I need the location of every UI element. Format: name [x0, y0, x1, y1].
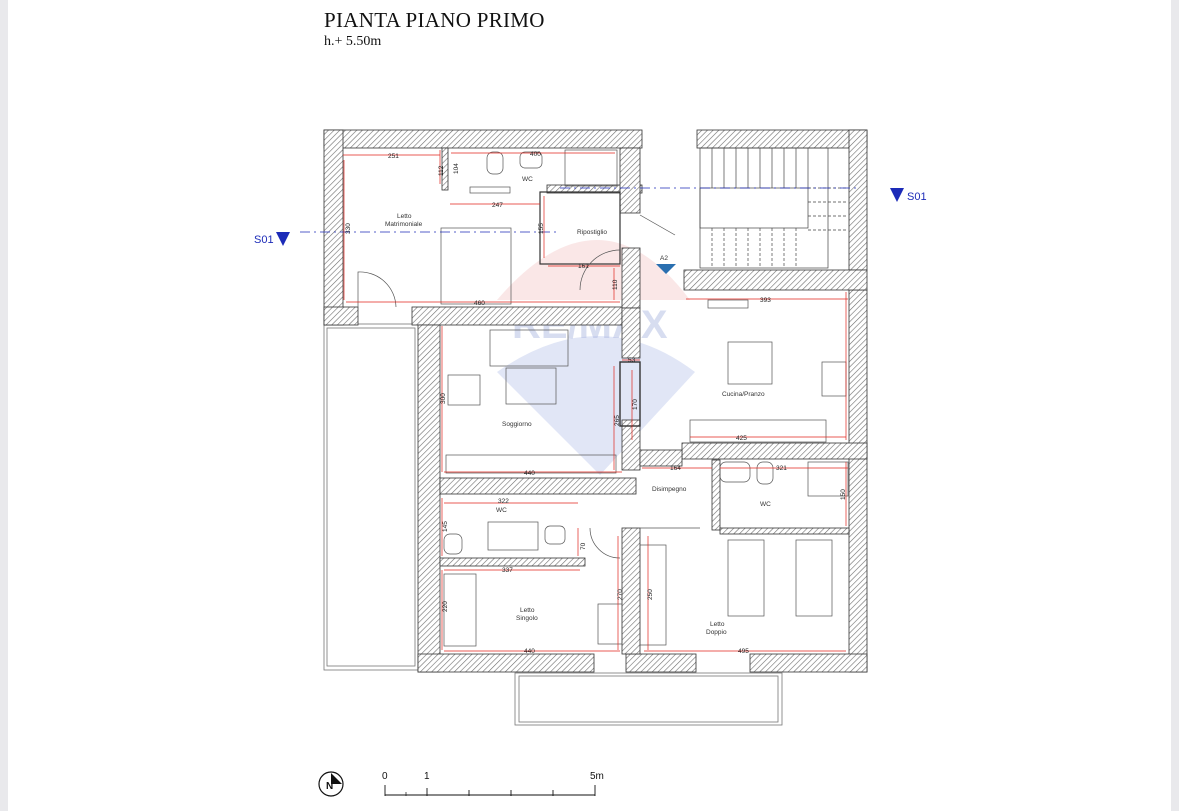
- dim-70: 70: [580, 542, 587, 550]
- dim-440-living: 440: [524, 470, 535, 477]
- room-letto-doppio-2: Doppio: [706, 629, 727, 636]
- shelf: [469, 186, 511, 194]
- dim-400: 400: [530, 151, 541, 158]
- elevation-marker-icon: [656, 264, 676, 274]
- room-wc-right: WC: [760, 501, 771, 508]
- room-letto-doppio-1: Letto: [710, 621, 725, 628]
- dim-150: 150: [840, 489, 847, 500]
- walls: [323, 129, 868, 673]
- dim-393: 393: [760, 297, 771, 304]
- coffee-table: [505, 367, 557, 405]
- dim-265: 265: [614, 415, 621, 426]
- dimension-lines: [343, 150, 848, 652]
- scale-tick-5m: 5m: [590, 771, 604, 782]
- dim-145: 145: [442, 521, 449, 532]
- ripostiglio-room: [539, 191, 621, 265]
- shower-right: [807, 461, 849, 497]
- scale-tick-1: 1: [424, 771, 430, 782]
- dim-330: 330: [345, 223, 352, 234]
- dim-104: 104: [453, 163, 460, 174]
- section-marker-right-icon: [890, 188, 904, 202]
- elevation-label: A2: [660, 255, 668, 262]
- wc-toilet-top: [486, 151, 504, 175]
- dim-251: 251: [388, 153, 399, 160]
- dim-270: 270: [617, 589, 624, 600]
- room-disimpegno: Disimpegno: [652, 486, 687, 493]
- room-cucina-pranzo: Cucina/Pranzo: [722, 391, 765, 398]
- balcony-left: [323, 323, 420, 671]
- bed-right: [795, 539, 833, 617]
- section-line: S01 S01: [254, 187, 927, 246]
- dim-170: 170: [632, 399, 639, 410]
- dim-250: 250: [647, 589, 654, 600]
- fireplace: [821, 361, 847, 397]
- staircase: [699, 147, 848, 269]
- wc-toilet-right: [756, 461, 774, 485]
- double-bed: [440, 227, 512, 305]
- room-letto-singolo-1: Letto: [520, 607, 535, 614]
- plan-subtitle: h.+ 5.50m: [324, 34, 382, 49]
- elevation-marker: A2: [656, 255, 676, 274]
- kitchen-partition: [619, 361, 641, 427]
- wc-sink-top: [519, 151, 543, 169]
- room-ripostiglio: Ripostiglio: [577, 229, 607, 236]
- dim-460: 460: [474, 300, 485, 307]
- dim-164: 164: [670, 465, 681, 472]
- kitchen-shelf: [707, 299, 749, 309]
- dim-53: 53: [628, 357, 636, 364]
- dim-337: 337: [502, 567, 513, 574]
- tv-cabinet: [445, 454, 617, 474]
- room-letto-matrimoniale-1: Letto: [397, 213, 412, 220]
- dim-440-bedroom: 440: [524, 648, 535, 655]
- dimension-labels: 251 400 104 112 247 330 155 161 110 460 …: [345, 151, 847, 655]
- dim-220: 220: [442, 601, 449, 612]
- room-wc-left: WC: [496, 507, 507, 514]
- north-arrow: N: [318, 771, 344, 797]
- desk: [597, 603, 623, 645]
- dim-112: 112: [438, 165, 445, 176]
- section-marker-left-icon: [276, 232, 290, 246]
- door-bedroom: [357, 271, 397, 308]
- doors: [357, 214, 700, 559]
- furniture: [440, 149, 849, 647]
- wc-sink-left: [544, 525, 566, 545]
- armchair: [447, 374, 481, 406]
- balcony-bottom: [514, 672, 783, 726]
- single-bed: [443, 573, 477, 647]
- shower-top: [564, 149, 618, 187]
- room-letto-singolo-2: Singolo: [516, 615, 538, 622]
- plan-title: PIANTA PIANO PRIMO: [324, 8, 545, 32]
- dim-300: 300: [440, 393, 447, 404]
- door-ripostiglio: [579, 249, 621, 291]
- room-soggiorno: Soggiorno: [502, 421, 532, 428]
- north-label: N: [326, 781, 333, 792]
- section-label-left: S01: [254, 234, 274, 246]
- dim-155: 155: [538, 223, 545, 234]
- room-labels: Letto Matrimoniale WC Ripostiglio Soggio…: [385, 176, 771, 636]
- room-letto-matrimoniale-2: Matrimoniale: [385, 221, 423, 228]
- dim-425: 425: [736, 435, 747, 442]
- dining-table: [727, 341, 773, 385]
- dim-321: 321: [776, 465, 787, 472]
- wc-sink-right: [719, 461, 751, 483]
- dim-495: 495: [738, 648, 749, 655]
- dim-322: 322: [498, 498, 509, 505]
- room-wc-top: WC: [522, 176, 533, 183]
- dim-247: 247: [492, 202, 503, 209]
- section-label-right: S01: [907, 191, 927, 203]
- shower-left: [487, 521, 539, 551]
- door-stair: [639, 214, 676, 236]
- watermark: RE/MAX: [497, 240, 695, 475]
- wardrobe: [639, 544, 667, 646]
- sofa: [489, 329, 569, 367]
- wc-toilet-left: [443, 533, 463, 555]
- scale-bar: 0 1 5m: [382, 771, 604, 796]
- kitchen-counter: [689, 419, 827, 443]
- bed-left: [727, 539, 765, 617]
- scale-tick-0: 0: [382, 771, 388, 782]
- dim-110: 110: [612, 279, 619, 290]
- door-wc-left: [589, 527, 621, 559]
- dim-161: 161: [578, 263, 589, 270]
